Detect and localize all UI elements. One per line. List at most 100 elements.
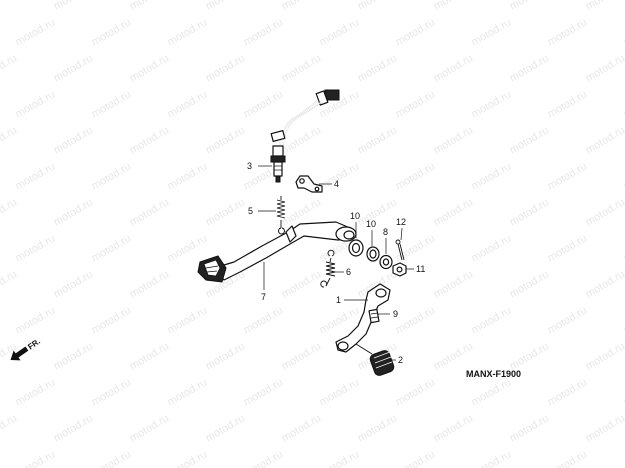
callout-8: 8: [383, 227, 388, 237]
watermark-text: motod.ru: [508, 340, 552, 372]
watermark-text: motod.ru: [128, 340, 172, 372]
watermark-text: motod.ru: [128, 52, 172, 84]
watermark-text: motod.ru: [508, 52, 552, 84]
watermark-text: motod.ru: [508, 268, 552, 300]
watermark-text: motod.ru: [508, 412, 552, 444]
stop-switch-part: [270, 89, 340, 183]
callout-1: 1: [336, 295, 341, 305]
watermark-text: motod.ru: [394, 376, 438, 408]
callout-3: 3: [247, 161, 252, 171]
watermark-text: motod.ru: [166, 232, 210, 264]
watermark-text: motod.ru: [128, 196, 172, 228]
watermark-text: motod.ru: [318, 160, 362, 192]
watermark-text: motod.ru: [584, 0, 625, 13]
watermark-text: motod.ru: [546, 232, 590, 264]
brake-pedal-part: [197, 221, 357, 283]
watermark-text: motod.ru: [280, 52, 324, 84]
watermark-text: motod.ru: [280, 0, 324, 13]
watermark-text: motod.ru: [318, 376, 362, 408]
watermark-text: motod.ru: [356, 196, 400, 228]
watermark-text: motod.ru: [242, 304, 286, 336]
watermark-text: motod.ru: [508, 0, 552, 13]
watermark-text: motod.ru: [128, 0, 172, 13]
watermark-text: motod.ru: [90, 232, 134, 264]
watermark-text: motod.ru: [166, 16, 210, 48]
watermark-text: motod.ru: [14, 88, 58, 120]
callouts: 3 4 5 10 10 8 12 6 11 7 1 9 2: [247, 161, 425, 365]
watermark-text: motod.ru: [166, 160, 210, 192]
callout-10b: 10: [366, 219, 376, 229]
watermark-text: motod.ru: [166, 88, 210, 120]
watermark-text: motod.ru: [14, 232, 58, 264]
watermark-text: motod.ru: [584, 412, 625, 444]
watermark-text: motod.ru: [128, 412, 172, 444]
watermark-text: motod.ru: [394, 304, 438, 336]
watermark-text: motod.ru: [584, 196, 625, 228]
callout-9: 9: [393, 309, 398, 319]
watermark-text: motod.ru: [622, 448, 625, 468]
watermark-text: motod.ru: [546, 448, 590, 468]
watermark-text: motod.ru: [242, 16, 286, 48]
watermark-text: motod.ru: [318, 448, 362, 468]
leader-lines: [258, 165, 414, 361]
washer-part: [379, 254, 393, 270]
watermark-text: motod.ru: [242, 88, 286, 120]
watermark-text: motod.ru: [166, 448, 210, 468]
watermark-text: motod.ru: [394, 232, 438, 264]
watermark-text: motod.ru: [280, 124, 324, 156]
watermark-text: motod.ru: [622, 376, 625, 408]
watermark-text: motod.ru: [432, 0, 476, 13]
watermark-text: motod.ru: [14, 376, 58, 408]
callout-12: 12: [396, 217, 406, 227]
callout-2: 2: [398, 355, 403, 365]
watermark-text: motod.ru: [90, 16, 134, 48]
watermark-text: motod.ru: [584, 52, 625, 84]
watermark-text: motod.ru: [470, 232, 514, 264]
watermark-text: motod.ru: [52, 196, 96, 228]
switch-stay-part: [295, 175, 323, 193]
watermark-text: motod.ru: [204, 340, 248, 372]
watermark-text: motod.ru: [90, 448, 134, 468]
watermark-text: motod.ru: [128, 124, 172, 156]
watermark-text: motod.ru: [280, 412, 324, 444]
watermark-text: motod.ru: [0, 52, 19, 84]
watermark-text: motod.ru: [14, 160, 58, 192]
watermark-text: motod.ru: [14, 16, 58, 48]
cotter-pin-part: [395, 239, 405, 261]
watermark-text: motod.ru: [432, 196, 476, 228]
watermark-text: motod.ru: [546, 376, 590, 408]
watermark-text: motod.ru: [546, 16, 590, 48]
watermark-text: motod.ru: [52, 0, 96, 13]
front-arrow-icon: [10, 346, 29, 361]
watermark-text: motod.ru: [90, 304, 134, 336]
watermark-text: motod.ru: [356, 124, 400, 156]
watermark-text: motod.ru: [128, 268, 172, 300]
watermark-text: motod.ru: [52, 268, 96, 300]
gearshift-arm-part: [335, 283, 391, 353]
watermark-text: motod.ru: [622, 304, 625, 336]
watermark-text: motod.ru: [622, 160, 625, 192]
callout-10a: 10: [350, 211, 360, 221]
watermark-text: motod.ru: [394, 16, 438, 48]
watermark-text: motod.ru: [242, 376, 286, 408]
watermark-text: motod.ru: [204, 124, 248, 156]
watermark-text: motod.ru: [470, 88, 514, 120]
watermark-text: motod.ru: [52, 52, 96, 84]
watermark-text: motod.ru: [204, 52, 248, 84]
watermark-text: motod.ru: [280, 340, 324, 372]
watermark-text: motod.ru: [394, 88, 438, 120]
watermark-text: motod.ru: [584, 340, 625, 372]
watermark-text: motod.ru: [166, 376, 210, 408]
watermark-text: motod.ru: [166, 304, 210, 336]
watermark-text: motod.ru: [0, 0, 19, 13]
watermark-text: motod.ru: [394, 160, 438, 192]
watermark-text: motod.ru: [546, 304, 590, 336]
watermark-text: motod.ru: [584, 268, 625, 300]
watermark-text: motod.ru: [508, 196, 552, 228]
watermark-text: motod.ru: [470, 448, 514, 468]
watermark-text: motod.ru: [280, 268, 324, 300]
watermark-text: motod.ru: [90, 160, 134, 192]
watermark-text: motod.ru: [470, 160, 514, 192]
callout-11: 11: [416, 264, 425, 274]
